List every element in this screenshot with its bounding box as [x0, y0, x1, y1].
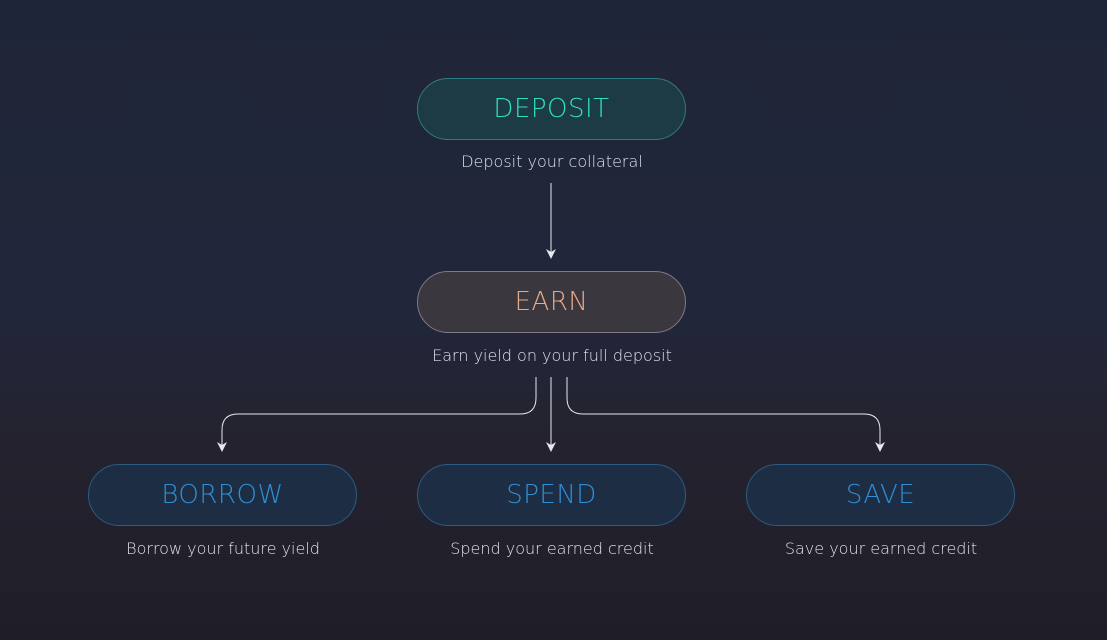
arrow-deposit-to-earn-head: [546, 249, 556, 259]
deposit-caption: Deposit your collateral: [461, 152, 643, 171]
earn-label: EARN: [514, 287, 589, 317]
spend-label: SPEND: [506, 480, 597, 510]
borrow-node: BORROW: [88, 464, 357, 526]
earn-node: EARN: [417, 271, 686, 333]
save-node: SAVE: [746, 464, 1015, 526]
arrow-earn-to-borrow: [221, 377, 537, 446]
spend-node: SPEND: [417, 464, 686, 526]
spend-caption: Spend your earned credit: [450, 539, 654, 558]
arrow-earn-to-save-head: [875, 442, 885, 452]
arrow-earn-to-borrow-head: [217, 442, 227, 452]
earn-caption: Earn yield on your full deposit: [432, 346, 672, 365]
deposit-label: DEPOSIT: [493, 94, 610, 124]
save-caption: Save your earned credit: [784, 539, 978, 558]
deposit-node: DEPOSIT: [417, 78, 686, 140]
borrow-caption: Borrow your future yield: [126, 539, 320, 558]
arrow-earn-to-spend-head: [546, 442, 556, 452]
arrow-earn-to-save: [566, 377, 881, 446]
save-label: SAVE: [845, 480, 916, 510]
borrow-label: BORROW: [161, 480, 284, 510]
